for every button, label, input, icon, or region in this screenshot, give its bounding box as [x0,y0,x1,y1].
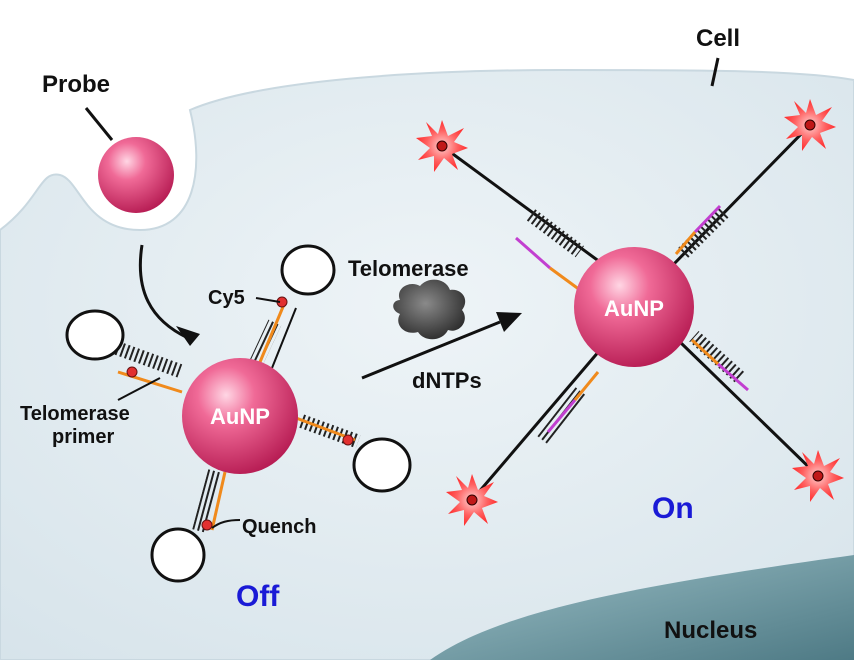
quench-pointer-line [211,519,241,529]
fluorescence-burst-icon [416,120,468,172]
reaction-arrow-line [361,320,501,380]
cy5-pointer-line [255,297,281,303]
label-cell: Cell [696,25,740,52]
label-dntps: dNTPs [412,368,482,393]
label-probe: Probe [42,71,110,98]
hairpin-arm [295,413,412,493]
hairpin-loop-icon [280,244,336,296]
off-probe [65,244,412,583]
nucleus-shape [430,555,854,660]
label-aunp-right: AuNP [604,296,664,321]
fluorophore-dot [342,434,354,446]
label-quench: Quench [242,516,316,538]
primer-pointer-line [117,377,161,401]
hairpin-arm [150,469,227,583]
on-probe [441,123,820,501]
label-nucleus: Nucleus [664,617,757,644]
cell-pointer-line [710,57,720,87]
quencher-dot [201,519,213,531]
label-telomerase-primer-line2: primer [52,426,114,448]
fluorescence-burst-icon [446,474,498,526]
cell-membrane [0,68,854,660]
label-cy5: Cy5 [208,287,245,309]
hairpin-loop-icon [65,309,125,361]
hairpin-loop-icon [352,437,412,493]
uptake-arrow [138,244,189,340]
probe-sphere [98,137,174,213]
reaction-arrowhead [496,312,522,332]
telomerase-enzyme-icon [393,279,466,340]
gold-nanoparticle-left [182,358,298,474]
label-on-state: On [652,492,694,525]
label-off-state: Off [236,580,280,613]
hairpin-loop-icon [150,527,206,583]
hairpin-arm [65,309,183,394]
label-telomerase: Telomerase [348,256,469,281]
fluorescence-burst-icon [784,99,836,151]
fluorescence-burst-icon [792,450,844,502]
probe-pointer-line [84,107,114,141]
uptake-arrowhead [176,326,200,346]
label-telomerase-primer-line1: Telomerase [20,403,130,425]
fluorophore-dot [126,366,138,378]
gold-nanoparticle-right [574,247,694,367]
label-aunp-left: AuNP [210,404,270,429]
